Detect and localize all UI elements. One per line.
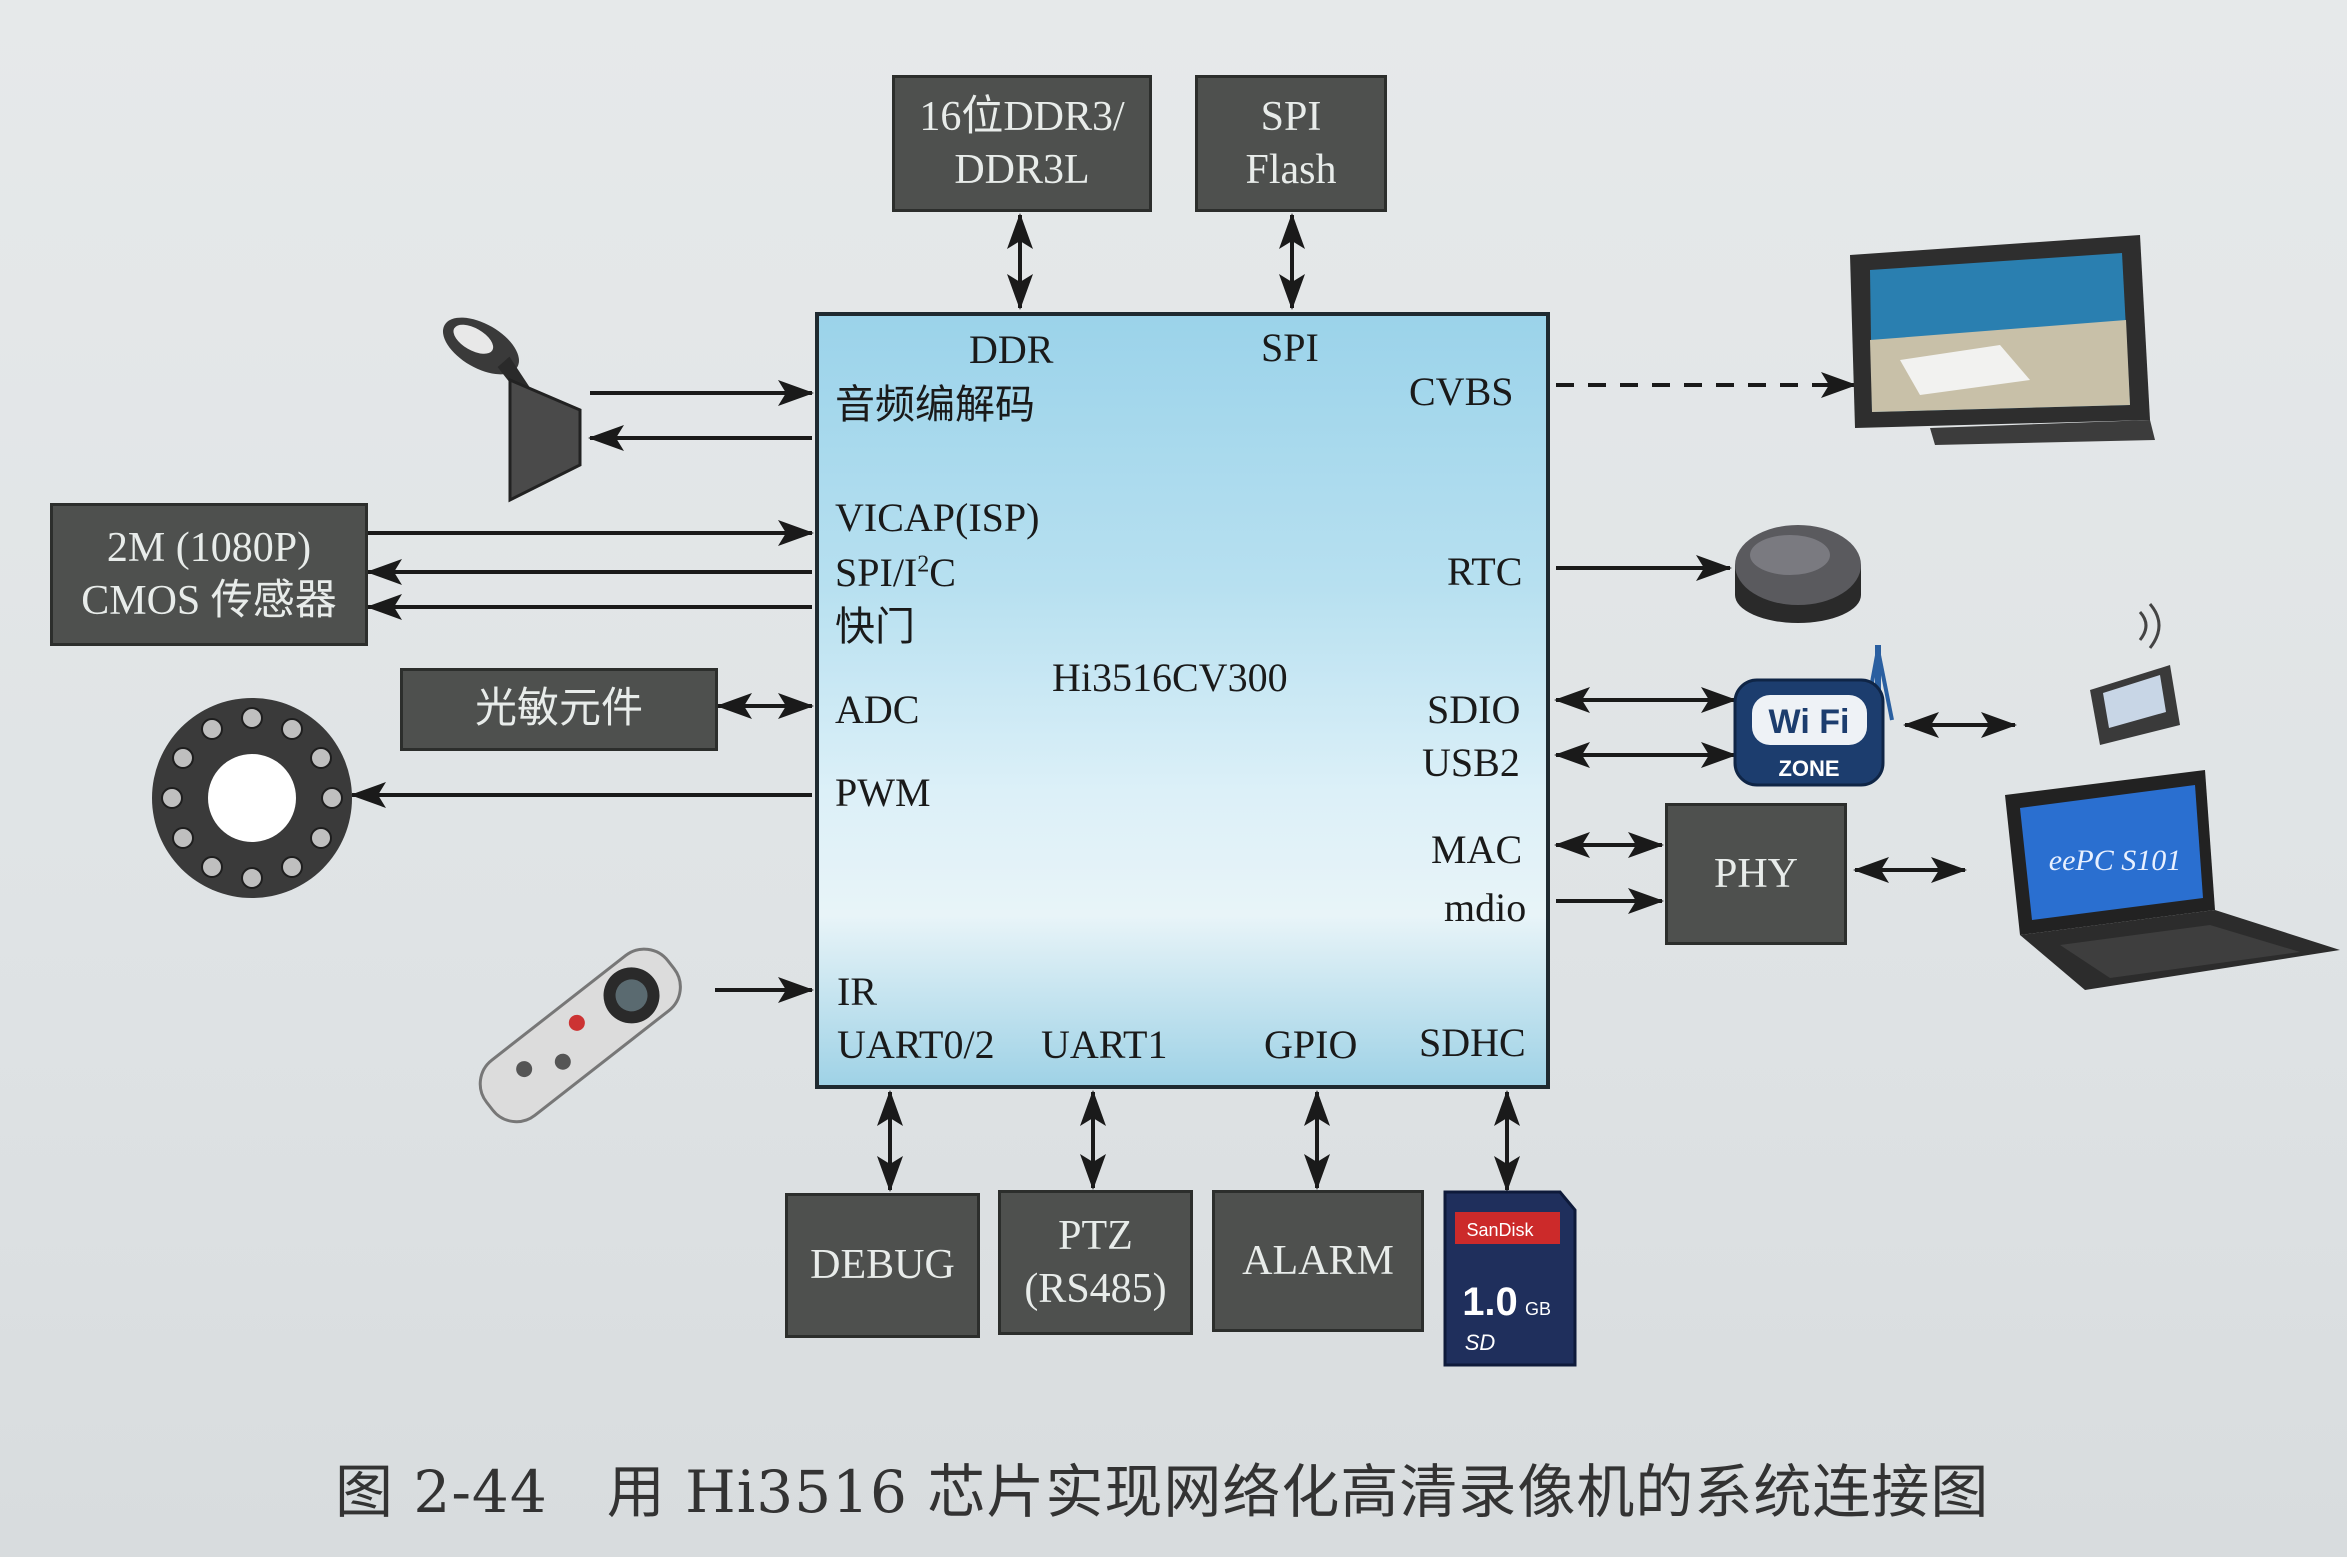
ddr3-line1: 16位DDR3/ xyxy=(919,91,1124,144)
pin-shutter: 快门 xyxy=(835,594,915,652)
pin-sdio: SDIO xyxy=(1427,686,1520,733)
rtc-battery-icon xyxy=(1735,525,1861,623)
pin-mdio: mdio xyxy=(1444,884,1526,931)
pin-usb2: USB2 xyxy=(1422,739,1520,786)
cmos-line1: 2M (1080P) xyxy=(107,522,311,575)
wifi-zone-text: ZONE xyxy=(1778,756,1839,781)
spi-flash-box: SPI Flash xyxy=(1195,75,1387,212)
pin-cvbs: CVBS xyxy=(1409,368,1514,415)
cmos-line2: CMOS 传感器 xyxy=(81,575,337,628)
debug-label: DEBUG xyxy=(810,1239,955,1292)
light-sensor-box: 光敏元件 xyxy=(400,668,718,751)
ptz-box: PTZ (RS485) xyxy=(998,1190,1193,1335)
pin-uart1: UART1 xyxy=(1041,1021,1167,1068)
sd-capacity-text: 1.0 xyxy=(1462,1280,1518,1324)
pin-vicap: VICAP(ISP) xyxy=(835,494,1039,541)
sd-unit-text: GB xyxy=(1525,1299,1551,1319)
figure-caption: 图 2-44 用 Hi3516 芯片实现网络化高清录像机的系统连接图 xyxy=(335,1445,1989,1529)
pin-ir: IR xyxy=(837,968,877,1015)
pin-spi-i2c: SPI/I2C xyxy=(835,549,956,596)
laptop-screen-text: eePC S101 xyxy=(2049,844,2181,877)
pin-uart02: UART0/2 xyxy=(837,1021,995,1068)
hi3516cv300-chip: DDR SPI 音频编解码 CVBS VICAP(ISP) SPI/I2C 快门… xyxy=(815,312,1550,1089)
tv-icon xyxy=(1850,235,2155,445)
sd-brand-text: SanDisk xyxy=(1466,1220,1534,1240)
pin-spi: SPI xyxy=(1261,324,1319,371)
pin-sdhc: SDHC xyxy=(1419,1019,1526,1066)
alarm-label: ALARM xyxy=(1242,1235,1394,1288)
wifi-text: Wi Fi xyxy=(1769,703,1850,741)
pin-ddr: DDR xyxy=(969,326,1053,373)
ddr3-line2: DDR3L xyxy=(954,144,1089,197)
wifi-zone-icon: Wi Fi ZONE xyxy=(1735,645,1892,785)
sd-logo-text: SD xyxy=(1465,1330,1496,1355)
laptop-icon: eePC S101 xyxy=(2005,770,2340,990)
spi-flash-line1: SPI xyxy=(1261,91,1322,144)
pda-icon xyxy=(2090,604,2180,745)
pin-mac: MAC xyxy=(1431,826,1522,873)
pin-pwm: PWM xyxy=(835,769,931,816)
alarm-box: ALARM xyxy=(1212,1190,1424,1332)
phy-label: PHY xyxy=(1714,848,1798,901)
ptz-line2: (RS485) xyxy=(1024,1263,1166,1316)
pin-spi-i2c-suffix: C xyxy=(929,550,956,595)
pin-adc: ADC xyxy=(835,686,919,733)
phy-box: PHY xyxy=(1665,803,1847,945)
spi-flash-line2: Flash xyxy=(1245,144,1336,197)
sd-card-icon: SanDisk 1.0 GB SD xyxy=(1445,1192,1575,1365)
light-sensor-label: 光敏元件 xyxy=(475,683,643,736)
ir-led-ring-icon xyxy=(152,698,352,898)
chip-name: Hi3516CV300 xyxy=(1052,654,1288,701)
cmos-sensor-box: 2M (1080P) CMOS 传感器 xyxy=(50,503,368,646)
ptz-line1: PTZ xyxy=(1058,1210,1133,1263)
ir-remote-icon xyxy=(468,937,692,1134)
pin-spi-i2c-sup: 2 xyxy=(917,552,929,578)
pin-rtc: RTC xyxy=(1447,548,1522,595)
ddr3-memory-box: 16位DDR3/ DDR3L xyxy=(892,75,1152,212)
pin-spi-i2c-prefix: SPI/I xyxy=(835,550,917,595)
pin-audio-codec: 音频编解码 xyxy=(835,372,1035,430)
debug-box: DEBUG xyxy=(785,1193,980,1338)
speaker-icon xyxy=(510,380,580,500)
pin-gpio: GPIO xyxy=(1264,1021,1357,1068)
